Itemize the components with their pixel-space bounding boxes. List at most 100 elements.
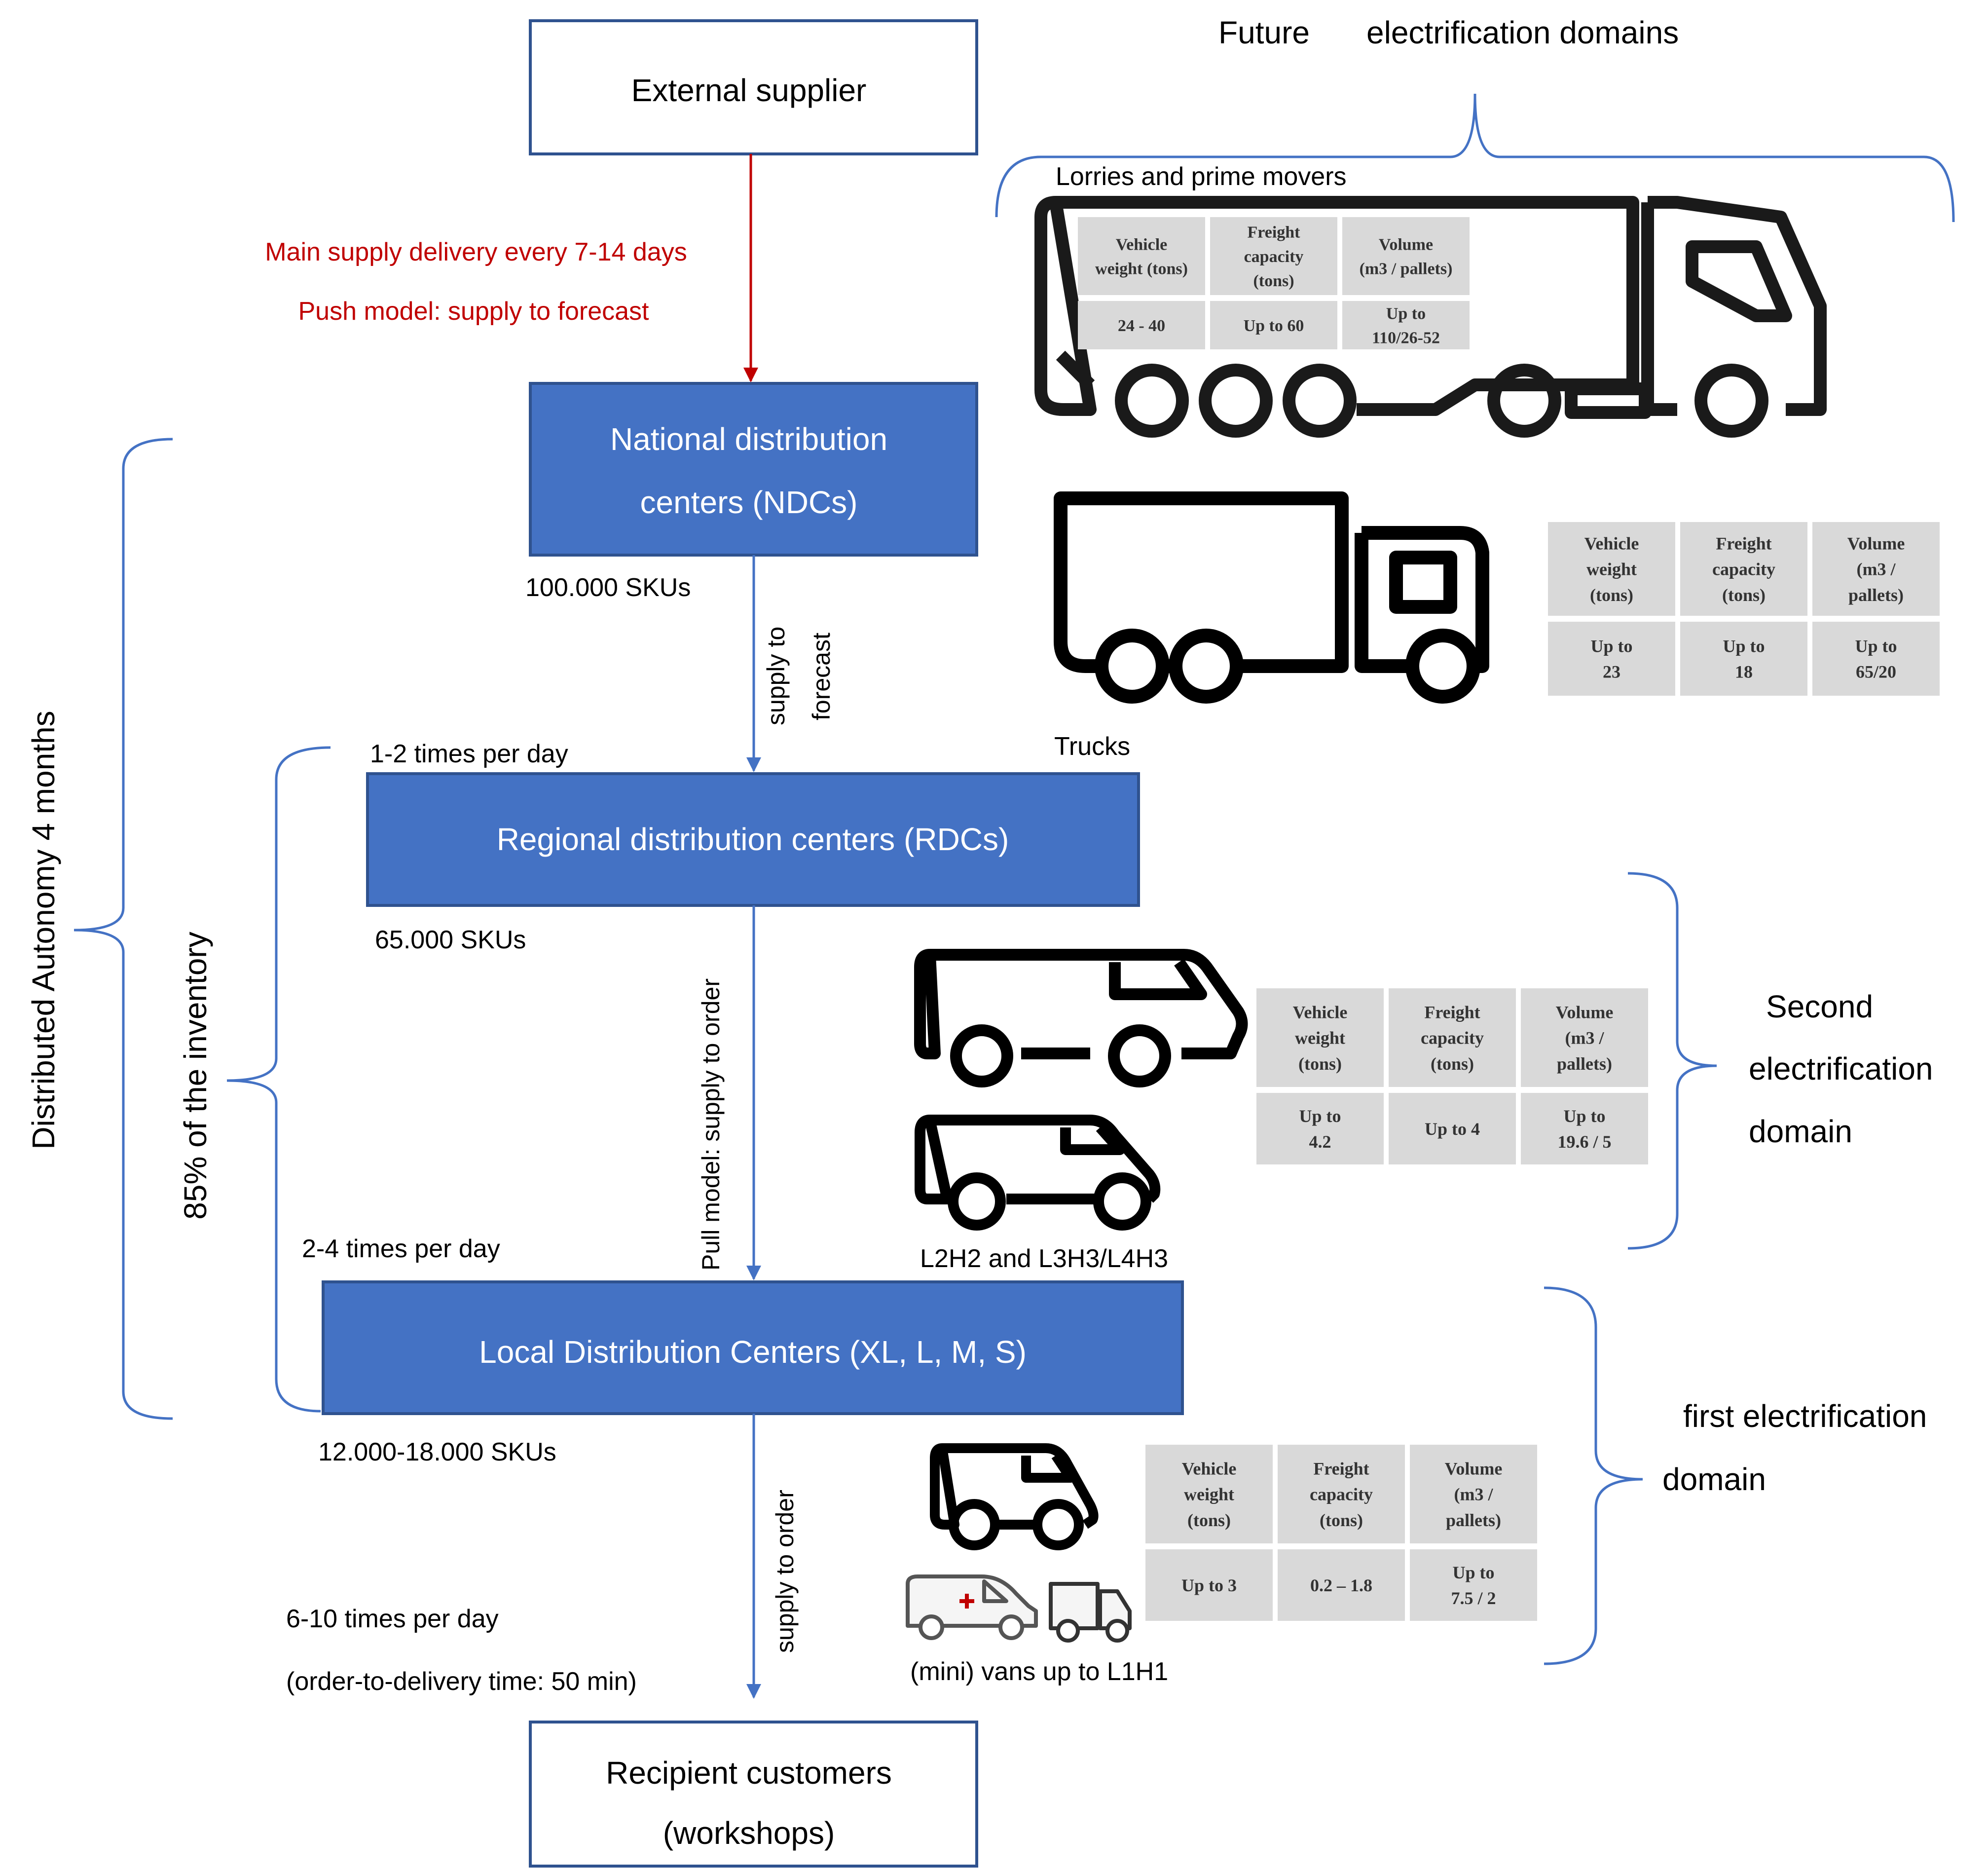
lorries-table-header: weight (tons): [1095, 260, 1188, 278]
trucks-table-cell: [1548, 622, 1675, 696]
trucks-table-value: 18: [1735, 662, 1753, 682]
lorries-table-header: Freight: [1247, 224, 1300, 242]
lorries-table-cell: [1210, 301, 1337, 349]
mini-vans-table-cell: [1278, 1549, 1405, 1621]
mini-vans-table-value: Up to 3: [1181, 1575, 1237, 1595]
vans-label: L2H2 and L3H3/L4H3: [920, 1244, 1168, 1273]
mini-vans-table-header: Freight: [1313, 1459, 1369, 1478]
trucks-label: Trucks: [1054, 732, 1130, 761]
ldc-frequency-label: 2-4 times per day: [302, 1235, 500, 1263]
external-supplier-label: External supplier: [631, 73, 867, 108]
trucks-table-cell: [1680, 522, 1807, 616]
mini-vans-table-cell: [1145, 1549, 1273, 1621]
lorries-table-value: Up to: [1386, 304, 1426, 323]
future-label-word1: Future: [1218, 15, 1310, 50]
medium-van-icon: [915, 1115, 1161, 1231]
ldc-skus-label: 12.000-18.000 SKUs: [318, 1438, 556, 1466]
future-domains-brace: [995, 93, 1955, 223]
mini-vans-label: (mini) vans up to L1H1: [910, 1657, 1168, 1686]
trucks-table-header: (tons): [1590, 585, 1633, 605]
micro-vehicle-icon: [1049, 1582, 1132, 1643]
lorries-table-value: Up to 60: [1244, 317, 1304, 335]
vans-table-cell: [1256, 988, 1384, 1087]
vans-table-header: (tons): [1431, 1054, 1474, 1074]
second-domain-brace: [1627, 872, 1717, 1250]
vans-table-header: capacity: [1421, 1028, 1484, 1048]
rdc-box: [366, 772, 1140, 907]
vans-table-value: Up to: [1299, 1106, 1341, 1126]
trucks-table-value: 65/20: [1856, 662, 1896, 682]
supply-to-order-label: supply to order: [771, 1490, 799, 1653]
ndc-box: [529, 382, 978, 557]
trucks-table-cell: [1812, 522, 1940, 616]
order-to-delivery-label: (order-to-delivery time: 50 min): [286, 1667, 637, 1696]
mini-vans-table-cell: [1278, 1445, 1405, 1543]
customer-frequency-label: 6-10 times per day: [286, 1605, 499, 1633]
lorries-table-value: 24 - 40: [1118, 317, 1165, 335]
supply-to-forecast-line1: supply to: [762, 627, 790, 725]
vans-table-value: Up to 4: [1425, 1119, 1480, 1139]
mini-vans-table-header: pallets): [1446, 1510, 1501, 1530]
trucks-table-header: weight: [1586, 560, 1637, 579]
mini-vans-table-header: (tons): [1320, 1510, 1363, 1530]
truck-icon: [1054, 491, 1489, 704]
recipient-label-line1: Recipient customers: [606, 1755, 892, 1791]
recipient-customers-box: [529, 1721, 978, 1868]
vans-table-header: Freight: [1424, 1002, 1480, 1022]
lorries-table-value: 110/26-52: [1372, 329, 1440, 347]
lorries-label: Lorries and prime movers: [1056, 162, 1347, 191]
mini-vans-table-header: weight: [1184, 1485, 1234, 1504]
trucks-table-header: capacity: [1712, 560, 1775, 579]
mini-vans-table-header: Vehicle: [1182, 1459, 1237, 1478]
mini-vans-table-header: Volume: [1445, 1459, 1503, 1478]
mini-vans-table-header: (tons): [1187, 1510, 1231, 1530]
lorries-table-header: (tons): [1253, 272, 1294, 290]
trucks-table-cell: [1680, 622, 1807, 696]
lorries-table-header: Volume: [1379, 235, 1433, 254]
mini-vans-table-cell: [1145, 1445, 1273, 1543]
rdc-skus-label: 65.000 SKUs: [375, 926, 526, 954]
mini-vans-table-value: Up to: [1452, 1563, 1494, 1582]
future-label-word2: electrification domains: [1366, 15, 1679, 50]
trucks-table-header: Vehicle: [1584, 533, 1639, 553]
mini-vans-table-header: capacity: [1310, 1485, 1373, 1504]
lorries-table-cell: [1078, 301, 1205, 349]
first-domain-brace: [1544, 1286, 1643, 1665]
ndc-label-line2: centers (NDCs): [640, 485, 858, 520]
lorries-table-header: (m3 / pallets): [1360, 260, 1453, 278]
vans-table-cell: [1389, 988, 1516, 1087]
lorries-table-cell: [1210, 217, 1337, 295]
ldc-label: Local Distribution Centers (XL, L, M, S): [479, 1334, 1027, 1370]
spec-tables: Vehicle weight (tons) Freight capacity (tons…: [1078, 217, 1940, 1621]
second-domain-line1: Second: [1766, 989, 1873, 1024]
trucks-table-value: Up to: [1723, 637, 1765, 656]
first-domain-line2: domain: [1662, 1461, 1766, 1497]
trucks-table-value: Up to: [1855, 637, 1897, 656]
vans-table-header: Vehicle: [1293, 1002, 1348, 1022]
vans-table-value: 4.2: [1309, 1132, 1331, 1152]
vans-table-header: pallets): [1557, 1054, 1612, 1074]
small-van-icon: [930, 1443, 1099, 1550]
lorries-table-header: capacity: [1244, 248, 1304, 266]
push-model-label: Push model: supply to forecast: [298, 297, 649, 326]
ndc-skus-label: 100.000 SKUs: [525, 573, 691, 602]
trucks-table-header: (m3 /: [1857, 560, 1896, 579]
mini-vans-table-value: 7.5 / 2: [1451, 1588, 1496, 1608]
ldc-box: [322, 1280, 1184, 1415]
lorries-table-cell: [1342, 301, 1470, 349]
external-supplier-box: [529, 19, 978, 155]
second-domain-line2: electrification: [1749, 1051, 1933, 1086]
vans-table-header: (tons): [1298, 1054, 1342, 1074]
first-domain-line1: first electrification: [1683, 1398, 1927, 1434]
vans-table-value: 19.6 / 5: [1557, 1132, 1611, 1152]
lorries-table-cell: [1342, 217, 1470, 295]
vans-table-cell: [1389, 1093, 1516, 1164]
ndc-label-line1: National distribution: [610, 421, 887, 457]
large-van-icon: [914, 949, 1248, 1087]
rdc-frequency-label: 1-2 times per day: [370, 740, 568, 768]
main-supply-label: Main supply delivery every 7-14 days: [265, 238, 687, 266]
vans-table-value: Up to: [1563, 1106, 1605, 1126]
vans-table-cell: [1521, 1093, 1648, 1164]
